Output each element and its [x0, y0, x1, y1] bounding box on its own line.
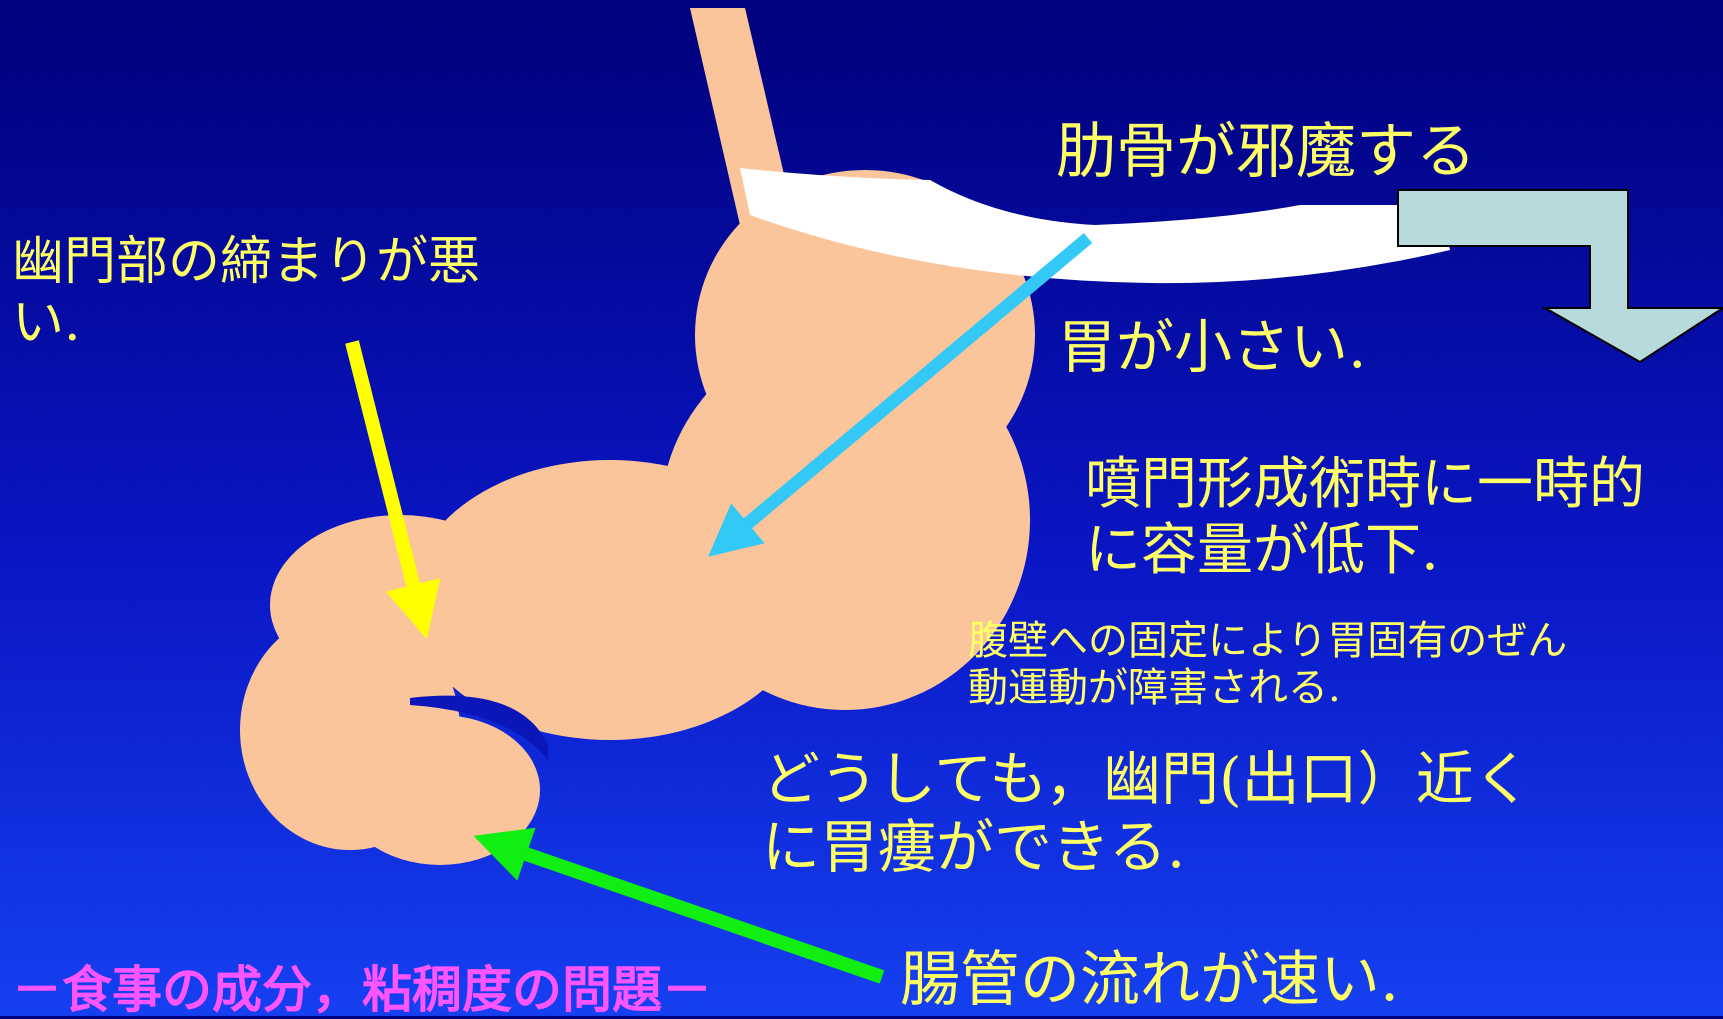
pylorus-label: 幽門部の締まりが悪 い. [12, 232, 480, 355]
near-pylorus-label: どうしても，幽門(出口）近く に胃瘻ができる. [762, 745, 1532, 882]
near-pylorus-label-line1: どうしても，幽門(出口）近く [762, 745, 1532, 813]
duodenum-notch [410, 695, 548, 760]
green-arrow [473, 827, 885, 984]
cyan-arrow [708, 233, 1093, 557]
rib-label: 肋骨が邪魔する [1056, 117, 1476, 187]
pylorus-label-line2: い. [12, 293, 81, 354]
footer-label: －食事の成分，粘稠度の問題－ [12, 960, 712, 1019]
pylorus-label-line1: 幽門部の締まりが悪 [12, 232, 481, 292]
fundoplication-label-line1: 噴門形成術時に一時的 [1085, 452, 1645, 517]
abdominal-wall-label-line1: 腹壁への固定により胃固有のぜん [968, 618, 1568, 664]
rib-shape [740, 168, 1450, 284]
abdominal-wall-label: 腹壁への固定により胃固有のぜん 動運動が障害される. [968, 618, 1567, 712]
fast-flow-label: 腸管の流れが速い. [900, 945, 1400, 1015]
yellow-arrow [345, 340, 441, 640]
down-arrow-shape [1397, 189, 1723, 364]
small-stomach-label: 胃が小さい. [1058, 313, 1367, 381]
fundoplication-label: 噴門形成術時に一時的 に容量が低下. [1085, 452, 1645, 584]
near-pylorus-label-line2: に胃瘻ができる. [762, 813, 1186, 882]
abdominal-wall-label-line2: 動運動が障害される. [968, 665, 1341, 712]
fundoplication-label-line2: に容量が低下. [1085, 518, 1439, 584]
